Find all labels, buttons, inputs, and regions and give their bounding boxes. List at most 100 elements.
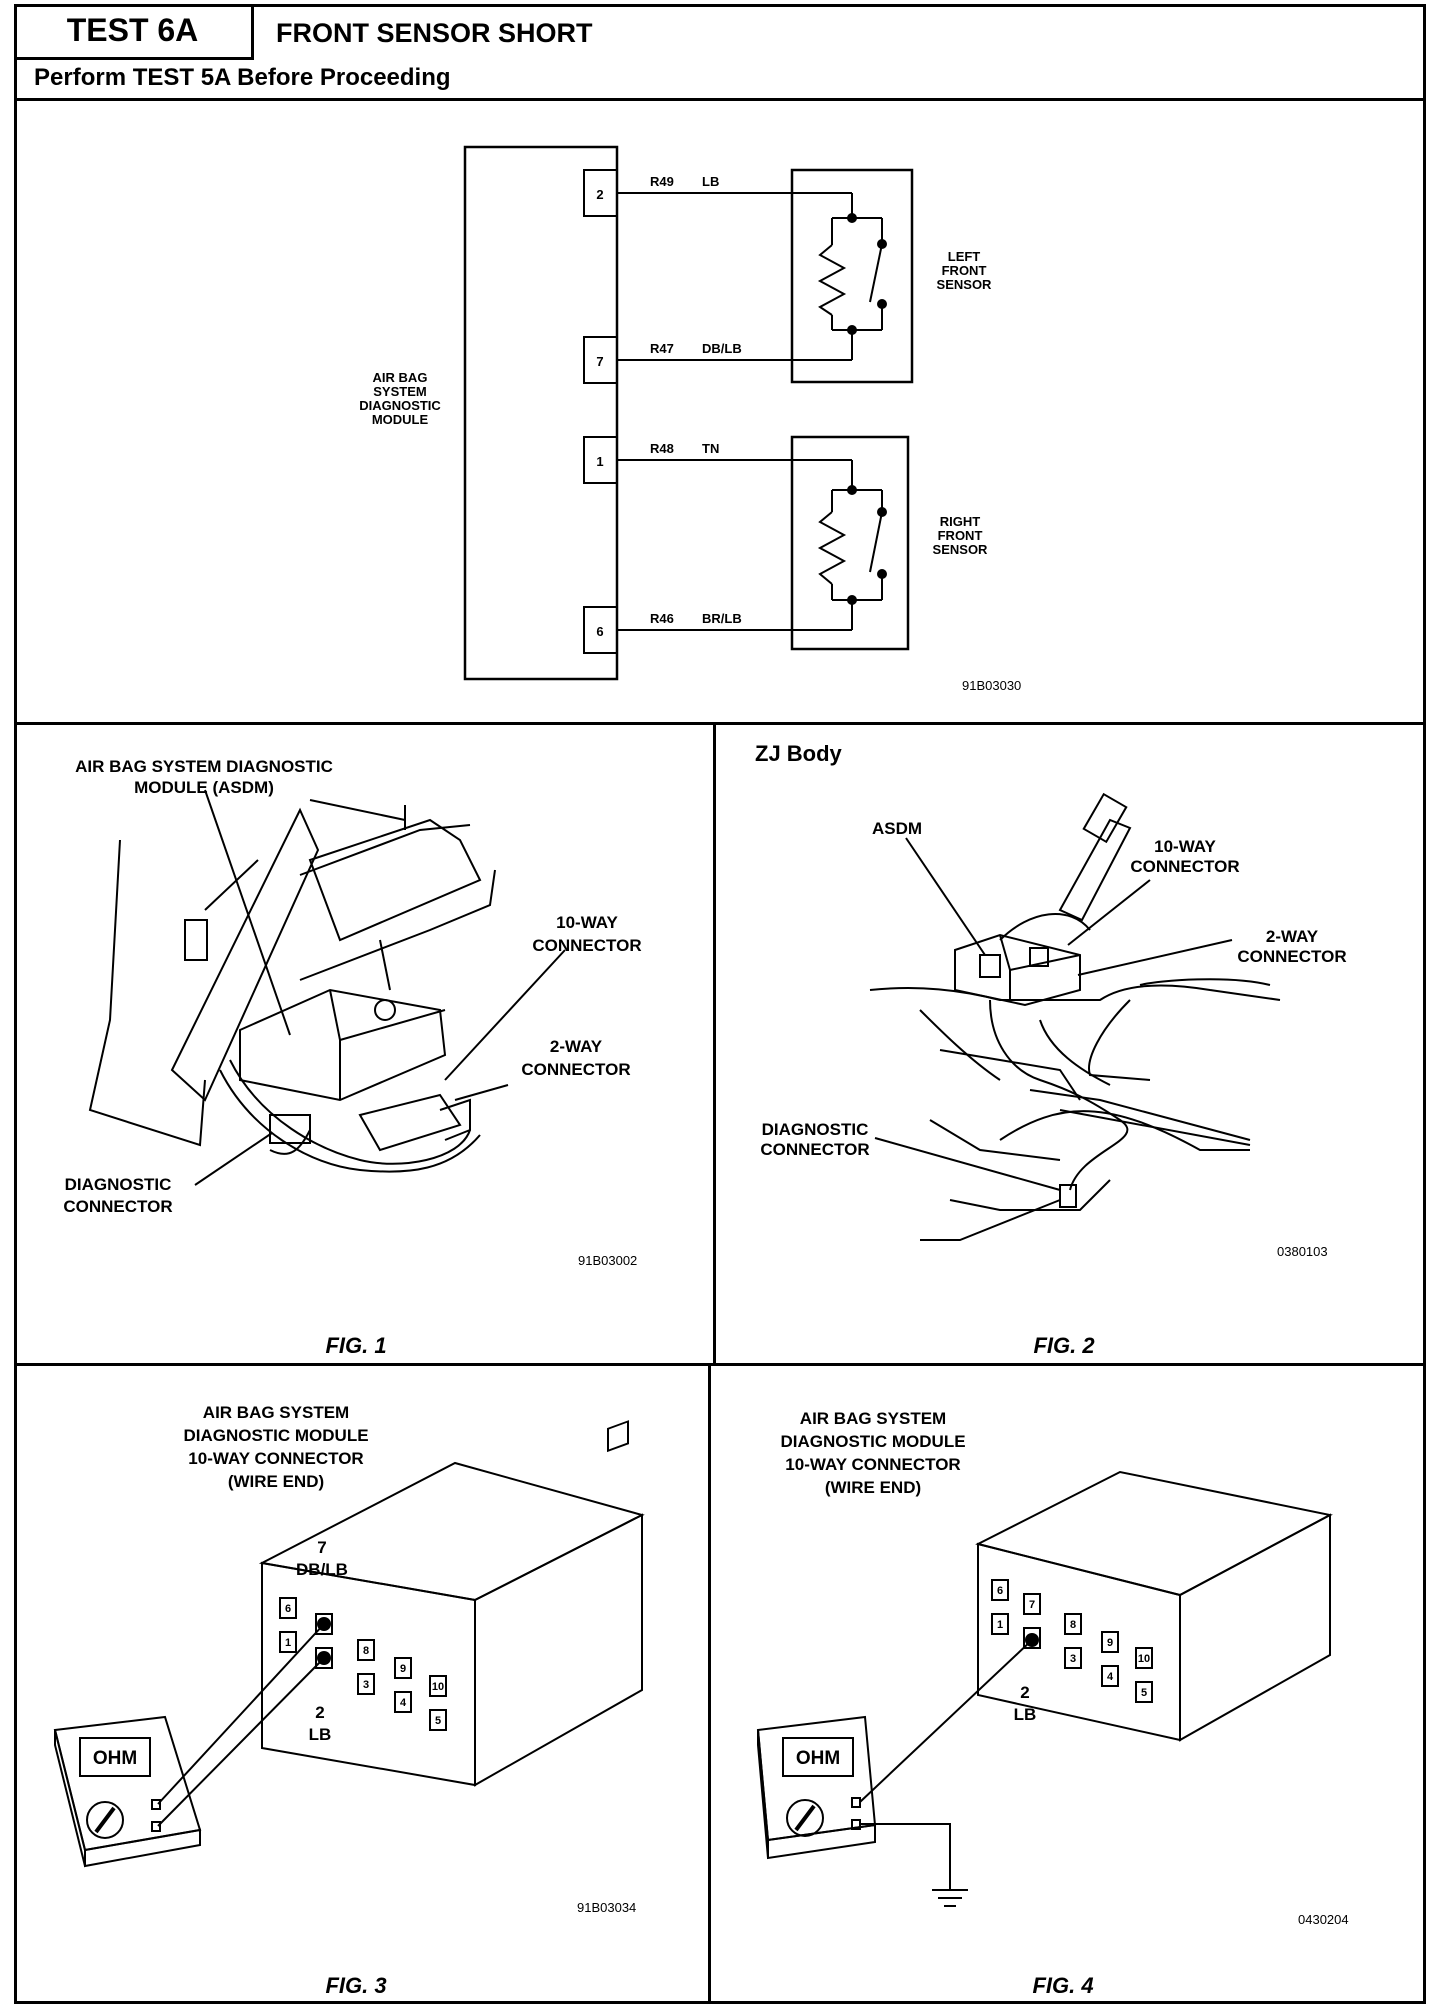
fig4-cavity-5: [1135, 1681, 1153, 1703]
svg-text:5: 5: [435, 1715, 441, 1727]
fig3-cavity-1: [279, 1631, 297, 1653]
fig4-cavity-10: [1135, 1647, 1153, 1669]
fig1-module-label-2: MODULE (ASDM): [134, 778, 274, 797]
schematic-text: 2 7 1 6 R49 LB R47 DB/LB R48 TN R46 BR/L…: [359, 174, 992, 639]
svg-text:6: 6: [285, 1603, 291, 1615]
svg-text:5: 5: [1141, 1687, 1147, 1699]
schematic: [463, 145, 914, 681]
fig2-leader-10way: [1067, 879, 1151, 946]
fig3-title: AIR BAG SYSTEM DIAGNOSTIC MODULE 10-WAY …: [183, 1403, 368, 1491]
fig1-leader-module: [204, 789, 291, 1036]
left-sensor-label-1: LEFT: [948, 249, 981, 264]
svg-text:6: 6: [997, 1585, 1003, 1597]
fig1-illustration: [88, 789, 566, 1186]
fig2-leader-asdm: [905, 837, 986, 956]
fig4-title-4: (WIRE END): [825, 1478, 921, 1497]
svg-text:4: 4: [400, 1697, 407, 1709]
fig4-cavity-numbers: 61 7 83 94 105: [997, 1585, 1150, 1699]
fig2-code: 0380103: [1277, 1244, 1328, 1259]
fig1-diag-label-1: DIAGNOSTIC: [65, 1175, 172, 1194]
fig3-cavity-9: [394, 1657, 412, 1679]
fig3-cavity-10: [429, 1675, 447, 1697]
fig4-cavity-9: [1101, 1631, 1119, 1653]
page-subtitle: Perform TEST 5A Before Proceeding: [34, 64, 451, 91]
fig4-cavity-4: [1101, 1665, 1119, 1687]
svg-text:7: 7: [1029, 1599, 1035, 1611]
fig3-cavity-8: [357, 1639, 375, 1661]
fig4-code: 0430204: [1298, 1912, 1349, 1927]
left-sensor-box: [790, 168, 914, 384]
fig4-pin2-number: 2: [1020, 1683, 1029, 1702]
fig4-ground-lead: [860, 1823, 951, 1890]
fig3-pin2-number: 2: [315, 1703, 324, 1722]
fig3-cavity-5: [429, 1709, 447, 1731]
fig2-2way-label-1: 2-WAY: [1266, 927, 1319, 946]
fig1-leader-2way: [454, 1084, 509, 1101]
fig3-pin7-color: DB/LB: [296, 1560, 348, 1579]
fig1-10way-label-2: CONNECTOR: [532, 936, 641, 955]
right-sensor-label-1: RIGHT: [940, 514, 981, 529]
wire-label-r49: R49: [650, 174, 674, 189]
fig3-pin2-color: LB: [309, 1725, 332, 1744]
fig2-caption: FIG. 2: [1033, 1333, 1095, 1358]
left-sensor-label-3: SENSOR: [937, 277, 993, 292]
schematic-code: 91B03030: [962, 678, 1021, 693]
fig2-leader-diag: [874, 1137, 1061, 1191]
module-label-line4: MODULE: [372, 412, 429, 427]
svg-text:8: 8: [1070, 1619, 1076, 1631]
fig2-body-label: ZJ Body: [755, 741, 843, 766]
fig4-pin2-color: LB: [1014, 1705, 1037, 1724]
svg-text:9: 9: [400, 1663, 406, 1675]
fig3-caption: FIG. 3: [325, 1973, 386, 1998]
fig1-leader-diag: [194, 1132, 273, 1186]
fig4-cavity-3: [1064, 1647, 1082, 1669]
fig4-title-1: AIR BAG SYSTEM: [800, 1409, 946, 1428]
wire-color-tn: TN: [702, 441, 719, 456]
svg-text:9: 9: [1107, 1637, 1113, 1649]
fig2-10way-label-1: 10-WAY: [1154, 837, 1216, 856]
divider-vertical-top: [713, 722, 716, 1363]
fig3-title-3: 10-WAY CONNECTOR: [188, 1449, 363, 1468]
fig3-cavity-4: [394, 1691, 412, 1713]
right-sensor-label-3: SENSOR: [933, 542, 989, 557]
fig3-ohmmeter: [53, 1623, 325, 1868]
page-frame: [14, 4, 1426, 2004]
fig4-probe-lead: [859, 1639, 1033, 1803]
fig1-labels: AIR BAG SYSTEM DIAGNOSTIC MODULE (ASDM) …: [63, 757, 641, 1216]
fig4-title: AIR BAG SYSTEM DIAGNOSTIC MODULE 10-WAY …: [780, 1409, 965, 1497]
fig1-leader-10way: [444, 949, 566, 1081]
fig4-title-3: 10-WAY CONNECTOR: [785, 1455, 960, 1474]
fig1-10way-label-1: 10-WAY: [556, 913, 618, 932]
fig2-10way-label-2: CONNECTOR: [1130, 857, 1239, 876]
svg-text:1: 1: [285, 1637, 291, 1649]
divider-schematic: [14, 722, 1426, 725]
right-sensor-box: [790, 435, 910, 651]
svg-text:3: 3: [363, 1679, 369, 1691]
fig4-caption: FIG. 4: [1032, 1973, 1093, 1998]
wire-label-r47: R47: [650, 341, 674, 356]
fig1-caption: FIG. 1: [325, 1333, 386, 1358]
fig3-code: 91B03034: [577, 1900, 636, 1915]
fig3-connector: [258, 1420, 645, 1787]
module-label-line3: DIAGNOSTIC: [359, 398, 441, 413]
pin-number-7: 7: [596, 354, 603, 369]
fig1-code: 91B03002: [578, 1253, 637, 1268]
fig3-cavity-3: [357, 1673, 375, 1695]
wire-color-lb: LB: [702, 174, 719, 189]
fig3-pin7-number: 7: [317, 1538, 326, 1557]
module-label-line2: SYSTEM: [373, 384, 426, 399]
fig1-2way-label-2: CONNECTOR: [521, 1060, 630, 1079]
fig2-asdm-label: ASDM: [872, 819, 922, 838]
fig3-cavity-numbers: 61 83 94 105: [285, 1603, 444, 1727]
svg-text:4: 4: [1107, 1671, 1114, 1683]
fig2-illustration: [869, 792, 1281, 1241]
fig3-meter-display: OHM: [93, 1748, 137, 1769]
wire-color-br-lb: BR/LB: [702, 611, 742, 626]
fig4-cavity-1: [991, 1613, 1009, 1635]
divider-middle: [14, 1363, 1426, 1366]
fig1-2way-label-1: 2-WAY: [550, 1037, 603, 1056]
pin-number-2: 2: [596, 187, 603, 202]
svg-text:10: 10: [432, 1681, 444, 1693]
page-title: FRONT SENSOR SHORT: [276, 18, 593, 48]
wire-color-db-lb: DB/LB: [702, 341, 742, 356]
